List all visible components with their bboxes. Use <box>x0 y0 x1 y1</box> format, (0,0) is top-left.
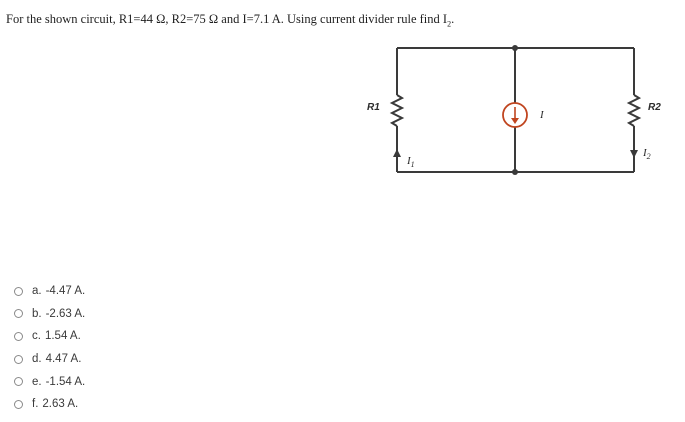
i1-arrow-icon <box>393 149 401 157</box>
radio-button[interactable] <box>14 399 23 409</box>
option-text: 4.47 A. <box>45 353 82 366</box>
option-d[interactable]: d. 4.47 A. <box>14 348 85 371</box>
option-text: 2.63 A. <box>42 398 79 411</box>
radio-button[interactable] <box>14 331 23 341</box>
option-a[interactable]: a. -4.47 A. <box>14 280 85 303</box>
node-bottom <box>512 169 518 175</box>
option-letter: e. <box>32 375 42 388</box>
r2-label: R2 <box>648 102 661 113</box>
option-f[interactable]: f. 2.63 A. <box>14 393 85 416</box>
source-label: I <box>539 109 545 121</box>
r1-resistor <box>389 94 405 127</box>
option-text: -2.63 A. <box>45 307 86 320</box>
option-letter: b. <box>32 307 42 320</box>
option-text: 1.54 A. <box>44 330 81 343</box>
i2-label-sub: 2 <box>647 152 651 161</box>
option-letter: d. <box>32 353 42 366</box>
option-text: -4.47 A. <box>45 285 86 298</box>
option-c[interactable]: c. 1.54 A. <box>14 325 85 348</box>
i1-label-main: I <box>406 155 412 167</box>
question-trailing: . <box>451 12 455 26</box>
option-letter: c. <box>32 330 41 343</box>
radio-button[interactable] <box>14 354 23 364</box>
i1-label-sub: 1 <box>411 160 415 169</box>
radio-button[interactable] <box>14 377 23 387</box>
question-subscript: 2 <box>447 19 452 29</box>
node-top <box>512 45 518 51</box>
i1-label: I1 <box>406 155 415 169</box>
i2-arrow-icon <box>630 150 638 158</box>
answer-options: a. -4.47 A. b. -2.63 A. c. 1.54 A. d. 4.… <box>14 280 85 416</box>
radio-button[interactable] <box>14 309 23 319</box>
i2-label: I2 <box>642 147 651 161</box>
question-text: For the shown circuit, R1=44 Ω, R2=75 Ω … <box>6 12 454 29</box>
i2-label-main: I <box>642 147 648 159</box>
option-e[interactable]: e. -1.54 A. <box>14 370 85 393</box>
r2-resistor <box>626 94 642 127</box>
question-body: For the shown circuit, R1=44 Ω, R2=75 Ω … <box>6 12 448 26</box>
option-letter: f. <box>32 398 39 411</box>
option-letter: a. <box>32 285 42 298</box>
radio-button[interactable] <box>14 286 23 296</box>
option-b[interactable]: b. -2.63 A. <box>14 303 85 326</box>
current-source-icon <box>502 102 528 128</box>
option-text: -1.54 A. <box>45 375 86 388</box>
r1-label: R1 <box>367 102 380 113</box>
